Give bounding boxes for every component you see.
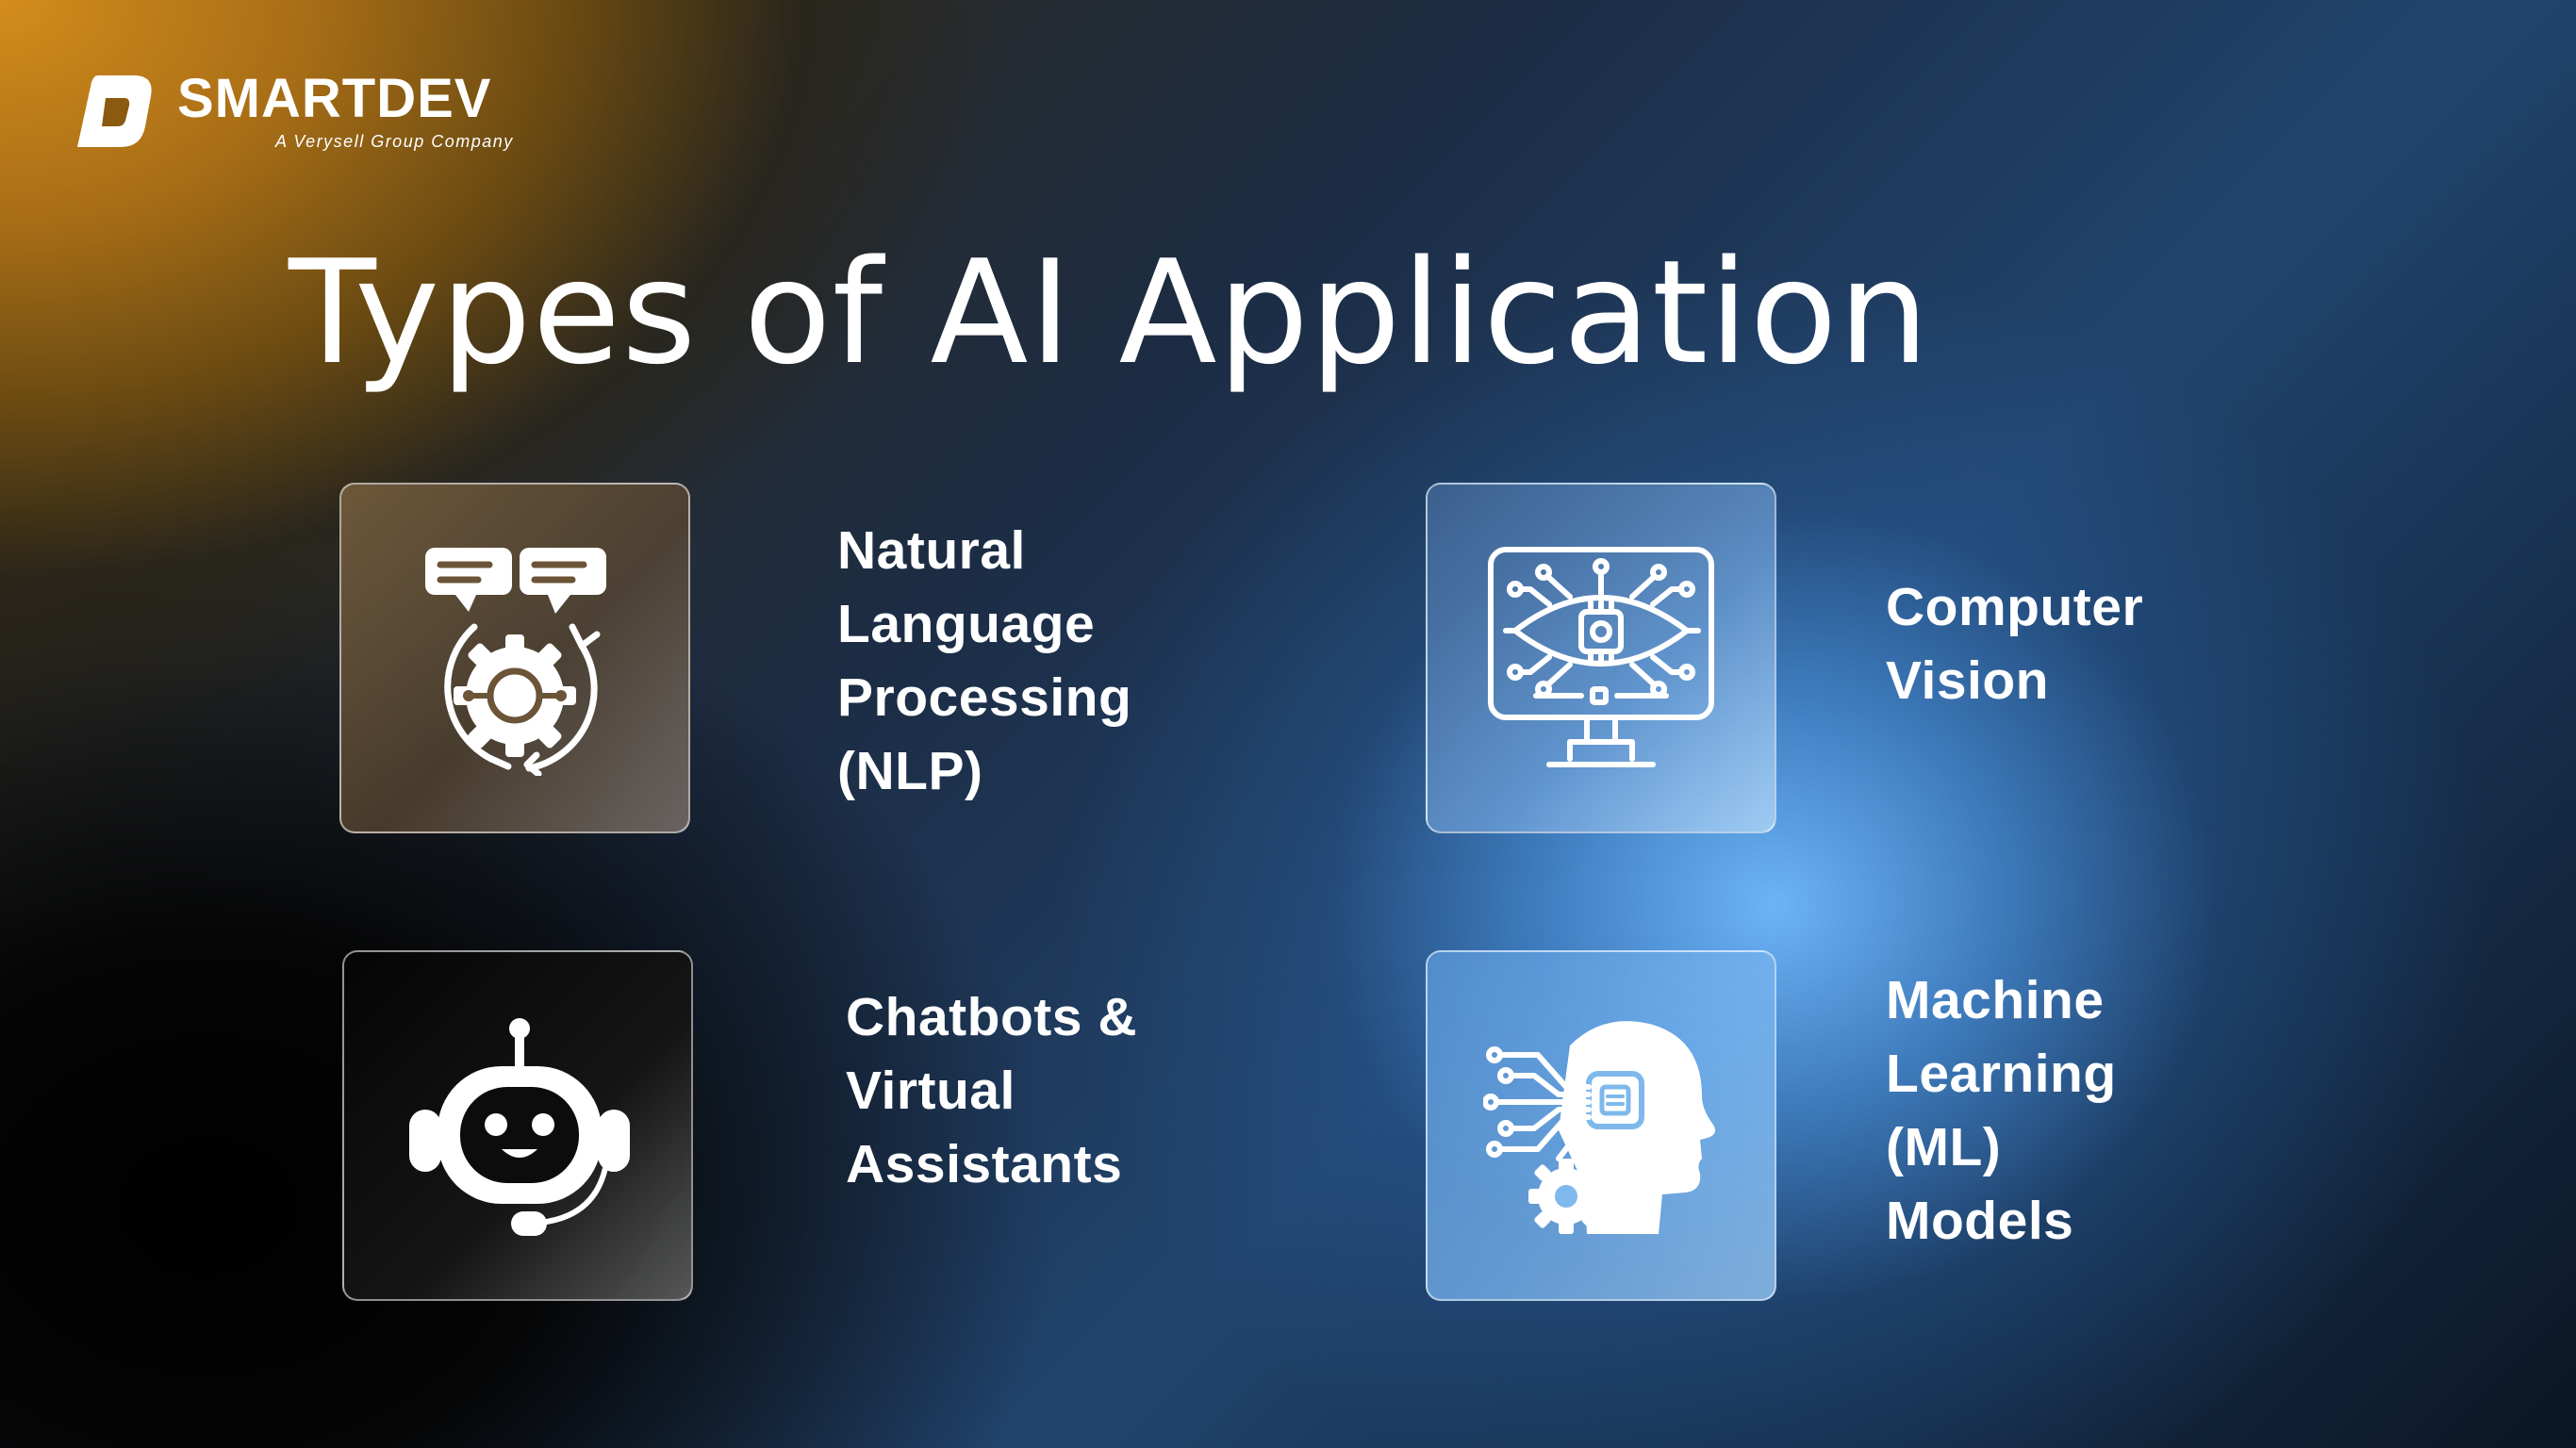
computer-vision-card <box>1426 483 1776 833</box>
chatbots-label: Chatbots & Virtual Assistants <box>846 987 1137 1194</box>
nlp-label: Natural Language Processing (NLP) <box>837 520 1132 801</box>
brand-logo: SMARTDEV A Verysell Group Company <box>77 72 514 152</box>
computer-vision-eye-monitor-icon <box>1488 547 1714 767</box>
brand-tagline: A Verysell Group Company <box>275 132 514 151</box>
chatbot-robot-headset-icon <box>409 1018 630 1236</box>
smartdev-d-logo-icon <box>77 75 152 147</box>
page-title: Types of AI Application <box>289 229 1930 396</box>
nlp-gear-speech-icon <box>425 548 606 776</box>
machine-learning-head-circuit-icon <box>1483 1021 1715 1234</box>
nlp-card <box>339 483 690 833</box>
machine-learning-label: Machine Learning (ML) Models <box>1886 970 2117 1251</box>
machine-learning-card <box>1426 950 1776 1301</box>
computer-vision-label: Computer Vision <box>1886 577 2144 711</box>
chatbots-card <box>342 950 693 1301</box>
brand-name: SMARTDEV <box>177 68 492 129</box>
